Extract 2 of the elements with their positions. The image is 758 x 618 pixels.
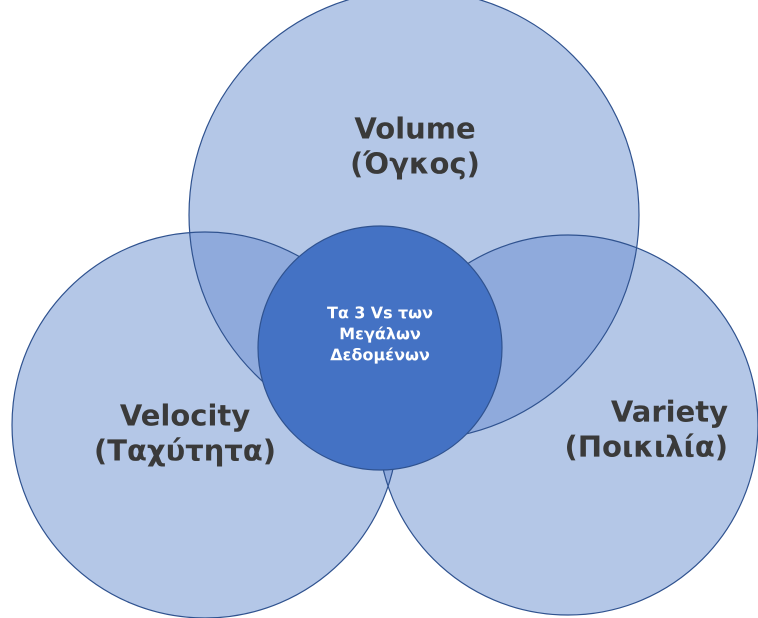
circle-label: Variety (Ποικιλία) (567, 400, 728, 460)
circle-label: Volume (Όγκος) (352, 116, 478, 180)
